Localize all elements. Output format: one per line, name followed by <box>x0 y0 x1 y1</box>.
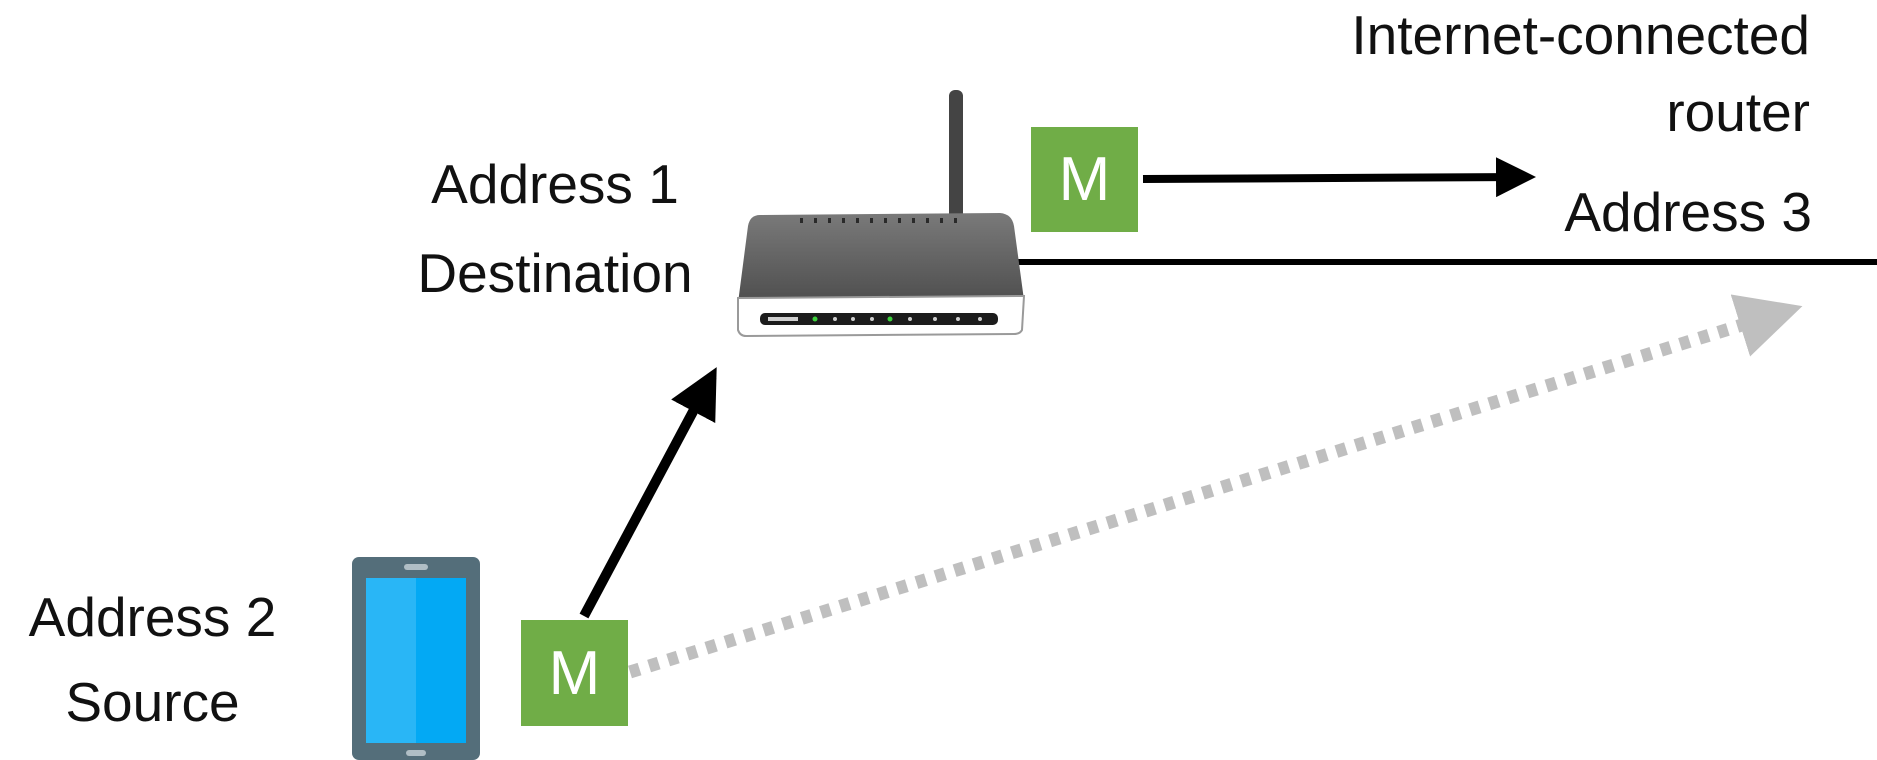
tablet-icon <box>352 557 480 760</box>
wireless-router-icon <box>737 90 1026 338</box>
destination-label: Destination <box>417 242 693 304</box>
address-2-label: Address 2 <box>28 586 277 648</box>
internet-router-label-line1: Internet-connected <box>1351 4 1810 66</box>
forward-arrow <box>1142 157 1536 198</box>
source-label: Source <box>65 671 240 733</box>
uplink-arrow <box>579 367 717 619</box>
internet-router-label-line2: router <box>1666 81 1810 143</box>
direct-path-dotted-arrow <box>628 294 1803 679</box>
address-1-label: Address 1 <box>431 153 679 215</box>
message-box-source: M <box>521 620 628 726</box>
message-box-forwarded: M <box>1031 127 1138 232</box>
address-3-label: Address 3 <box>1564 181 1812 243</box>
